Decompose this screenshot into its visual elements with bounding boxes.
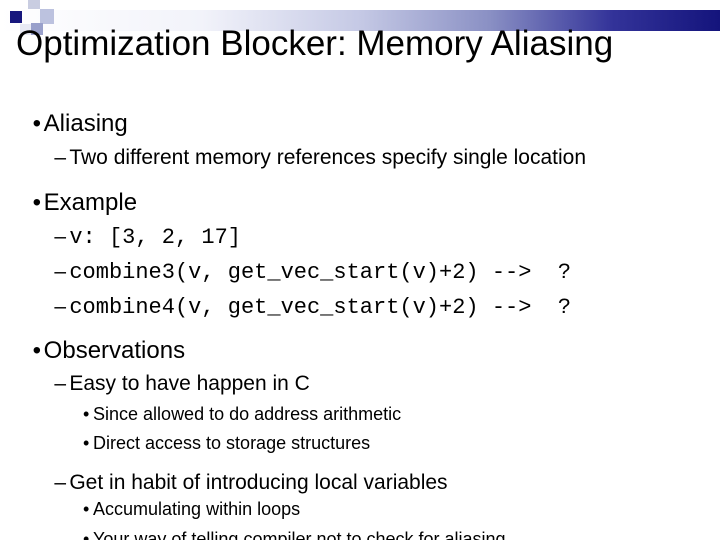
corner-square-light-icon (28, 0, 40, 9)
bullet-text: Accumulating within loops (93, 498, 301, 519)
bullet-item-your-way: •Your way of telling compiler not to che… (63, 508, 506, 540)
bullet-dash-icon: – (54, 260, 67, 284)
bullet-item-aliasing: •Aliasing (6, 82, 128, 165)
bullet-text: Aliasing (43, 109, 128, 137)
bullet-text: Since allowed to do address arithmetic (93, 403, 402, 424)
bullet-text: Example (43, 188, 138, 216)
bullet-item-easy: –Easy to have happen in C (31, 348, 310, 420)
bullet-disc-icon: • (83, 403, 90, 424)
bullet-disc-icon: • (83, 528, 90, 540)
bullet-text: Get in habit of introducing local variab… (69, 471, 448, 495)
bullet-item-two-different: –Two different memory references specify… (31, 122, 586, 194)
corner-square-lavender-icon (40, 9, 54, 24)
bullet-dash-icon: – (54, 146, 67, 170)
code-text: combine3(v, get_vec_start(v)+2) --> ? (69, 260, 572, 286)
bullet-dash-icon: – (54, 471, 67, 495)
bullet-item-direct-access: •Direct access to storage structures (63, 412, 370, 474)
code-text: v: [3, 2, 17] (69, 225, 241, 251)
bullet-text: Observations (43, 336, 186, 364)
corner-square-pale-icon (20, 24, 31, 35)
slide-title: Optimization Blocker: Memory Aliasing (16, 24, 614, 63)
code-text: combine4(v, get_vec_start(v)+2) --> ? (69, 295, 572, 321)
bullet-item-code-combine4: –combine4(v, get_vec_start(v)+2) --> ? (31, 271, 571, 345)
bullet-item-accumulating: •Accumulating within loops (63, 478, 300, 540)
corner-square-navy-icon (10, 11, 22, 23)
bullet-item-observations: •Observations (6, 309, 185, 392)
bullet-disc-icon: • (32, 336, 42, 364)
header-gradient-bar (0, 10, 720, 31)
bullet-dash-icon: – (54, 372, 67, 396)
bullet-dash-icon: – (54, 295, 67, 319)
bullet-dash-icon: – (54, 225, 67, 249)
bullet-item-code-combine3: –combine3(v, get_vec_start(v)+2) --> ? (31, 236, 571, 310)
bullet-disc-icon: • (32, 109, 42, 137)
bullet-item-code-v: –v: [3, 2, 17] (31, 201, 241, 275)
bullet-disc-icon: • (32, 188, 42, 216)
corner-square-slate-icon (31, 23, 43, 35)
bullet-text: Direct access to storage structures (93, 432, 371, 453)
bullet-disc-icon: • (83, 498, 90, 519)
bullet-text: Easy to have happen in C (69, 372, 310, 396)
bullet-disc-icon: • (83, 432, 90, 453)
bullet-text: Your way of telling compiler not to chec… (93, 528, 506, 540)
bullet-item-example: •Example (6, 161, 137, 244)
bullet-item-get-habit: –Get in habit of introducing local varia… (31, 447, 448, 519)
bullet-text: Two different memory references specify … (69, 146, 587, 170)
bullet-item-since-allowed: •Since allowed to do address arithmetic (63, 383, 401, 445)
